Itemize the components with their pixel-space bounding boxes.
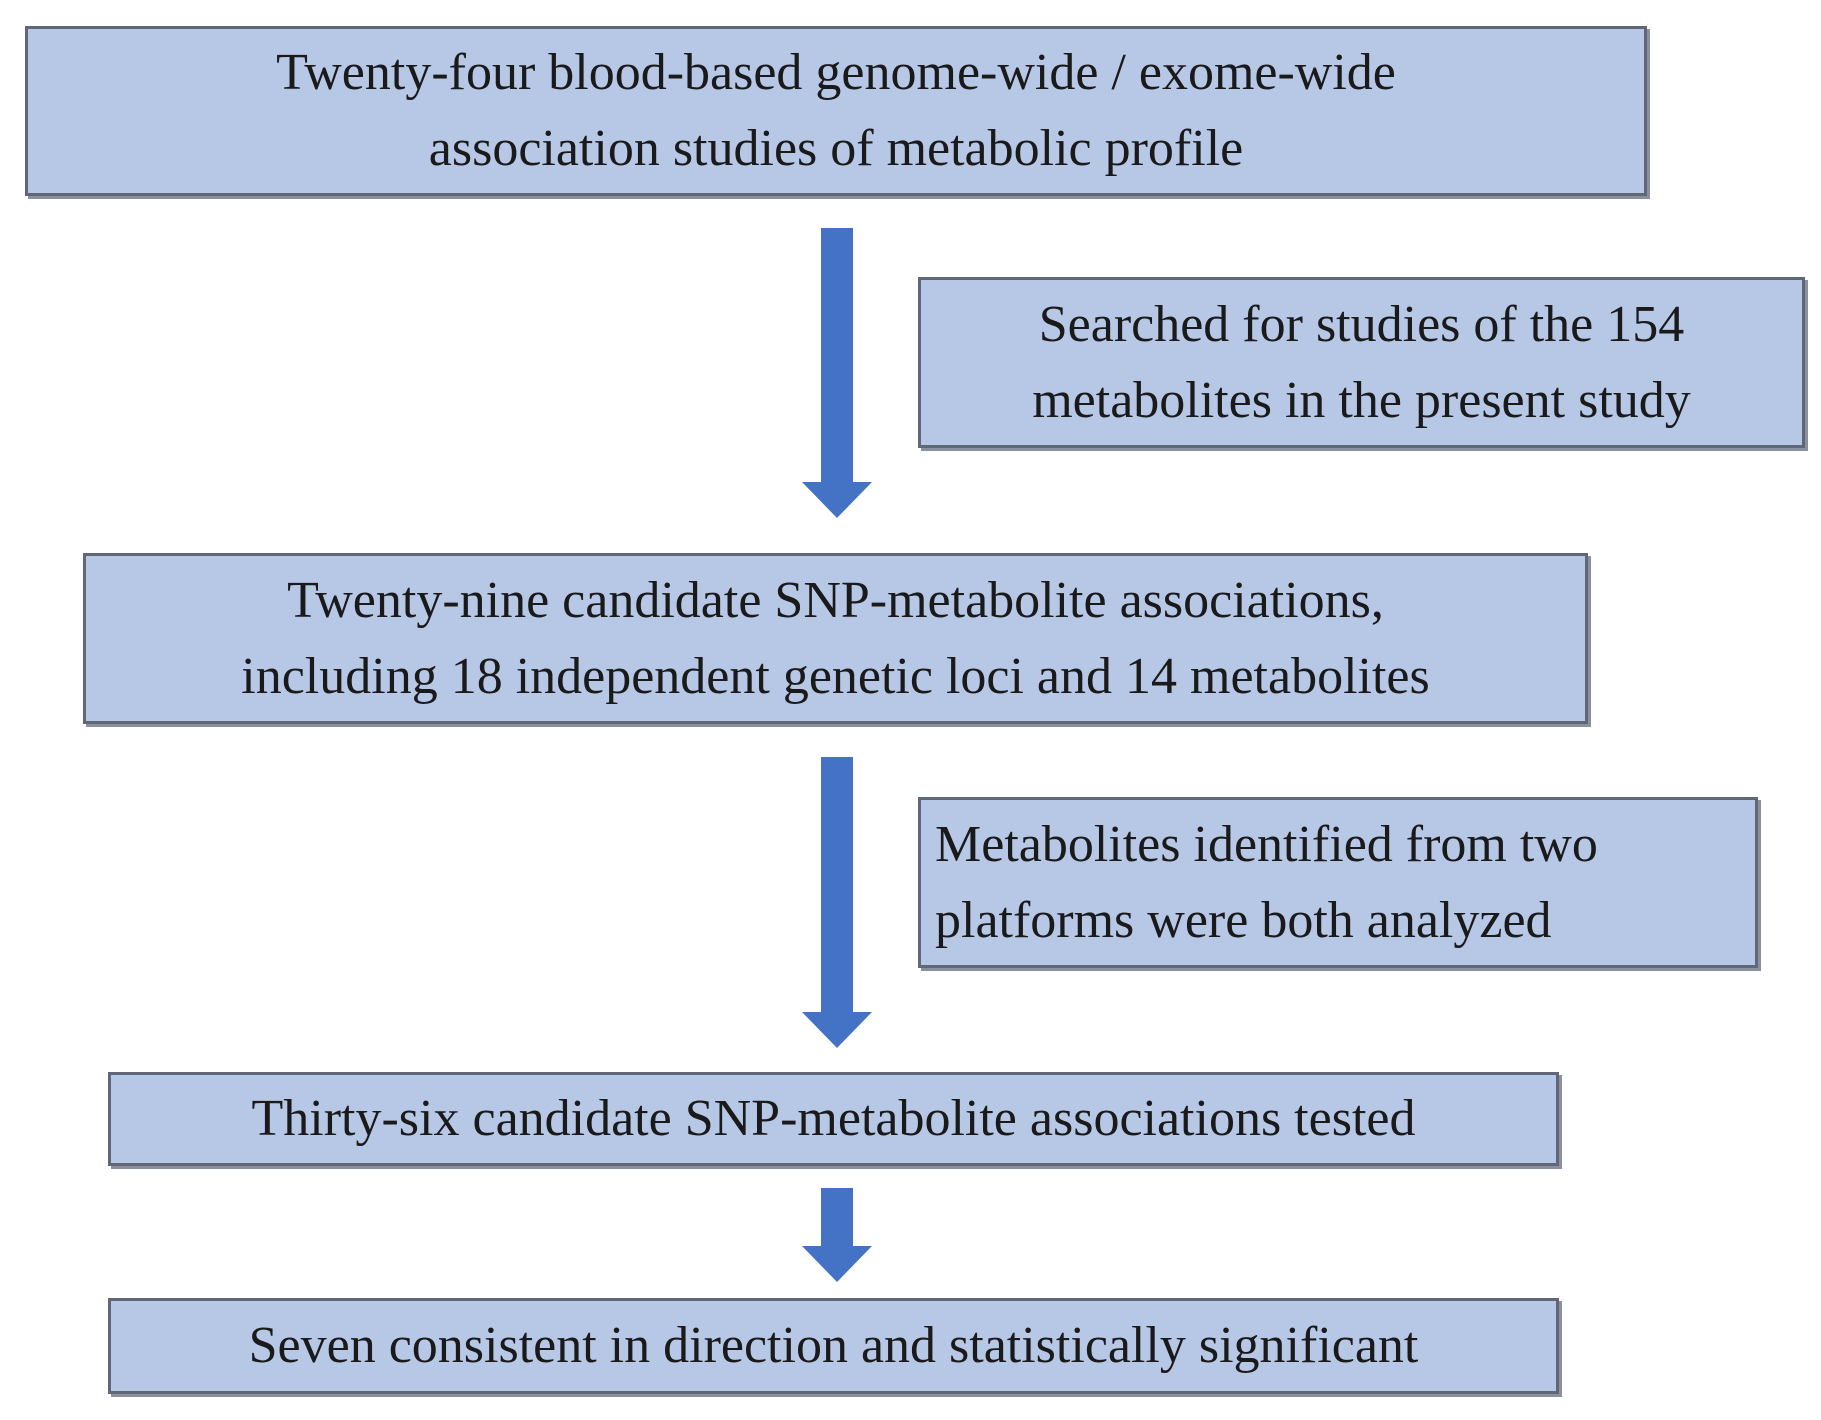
side-note-line: Metabolites identified from two [935,815,1598,873]
flow-box-line: including 18 independent genetic loci an… [241,647,1430,705]
flow-box-line: Thirty-six candidate SNP-metabolite asso… [251,1090,1416,1147]
flow-box-line: Seven consistent in direction and statis… [248,1317,1419,1374]
flow-box-step-4: Seven consistent in direction and statis… [108,1298,1559,1394]
side-note-2: Metabolites identified from two platform… [918,797,1758,968]
flow-box-line: Twenty-four blood-based genome-wide / ex… [276,44,1396,101]
arrow-down-1 [802,228,872,518]
flow-box-line: Twenty-nine candidate SNP-metabolite ass… [287,571,1384,629]
side-note-1: Searched for studies of the 154 metaboli… [918,277,1805,448]
flow-box-step-2: Twenty-nine candidate SNP-metabolite ass… [83,553,1588,724]
side-note-line: platforms were both analyzed [935,891,1552,949]
flow-box-line: association studies of metabolic profile [428,120,1244,177]
flow-box-step-3: Thirty-six candidate SNP-metabolite asso… [108,1072,1559,1166]
side-note-line: metabolites in the present study [1032,371,1691,429]
side-note-line: Searched for studies of the 154 [1038,295,1685,353]
flow-box-step-1: Twenty-four blood-based genome-wide / ex… [25,26,1647,196]
arrow-down-3 [802,1188,872,1282]
arrow-down-2 [802,757,872,1048]
